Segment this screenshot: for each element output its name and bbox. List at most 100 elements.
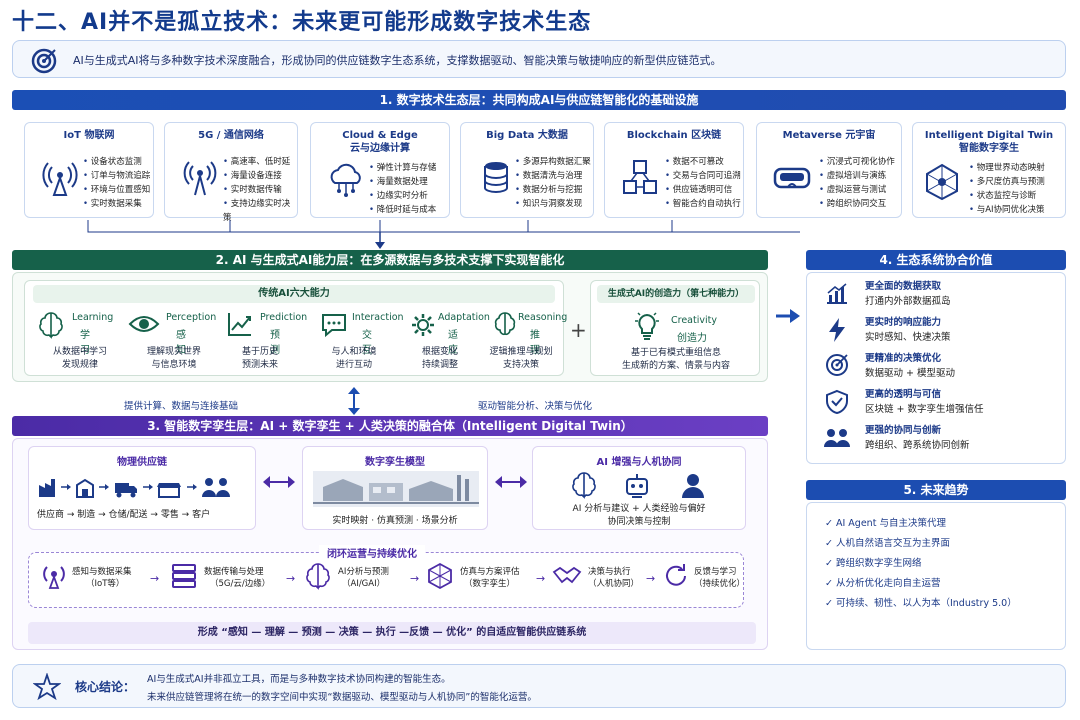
traditional-ai-title: 传统AI六大能力 (33, 285, 555, 303)
network-icon (428, 562, 452, 590)
trend-item: ✓ 可持续、韧性、以人为本（Industry 5.0） (825, 595, 1017, 609)
card-blockchain: Blockchain 区块链 数据不可篡改 交易与合同可追溯 供应链透明可信 智… (604, 122, 744, 218)
loop-step-sub: （持续优化） (694, 579, 746, 589)
list-item: 数据清洗与治理 (515, 169, 591, 183)
card-title: Big Data 大数据 (486, 130, 568, 141)
digital-twin-model-box: 数字孪生模型 实时映射 · 仿真预测 · 场景分析 (302, 446, 488, 530)
exchange-arrow-icon (495, 476, 527, 488)
check-icon: ✓ (825, 538, 836, 549)
trend-item: ✓ 人机自然语言交互为主界面 (825, 535, 950, 549)
loop-step-title: 感知与数据采集 (72, 567, 132, 577)
brain-gear-icon (494, 312, 516, 336)
ability-en: Perception (166, 312, 217, 323)
ability-zh: 学习 (80, 330, 90, 356)
ability-en: Reasoning (518, 312, 568, 323)
ability-desc: 逻辑推理与规划 支持决策 (489, 347, 553, 370)
creativity-zh: 创造力 (677, 333, 707, 344)
card-cloud-edge: Cloud & Edge 云与边缘计算 弹性计算与存储 海量数据处理 边缘实时分… (310, 122, 450, 218)
list-item: 海量数据处理 (369, 175, 436, 189)
conclusion-line1: AI与生成式AI并非孤立工具，而是与多种数字技术协同构建的智能生态。 (147, 674, 451, 685)
loop-step-6: 反馈与学习（持续优化） (694, 566, 745, 590)
ability-en: Learning (72, 312, 114, 323)
ability-zh: 交互 (362, 330, 372, 356)
target-icon (31, 48, 57, 74)
bidirectional-arrow-icon (348, 387, 360, 415)
trends-header: 5. 未来趋势 (806, 480, 1066, 500)
loop-step-sub: （数字孪生） (464, 579, 516, 589)
card-big-data: Big Data 大数据 多源异构数据汇聚 数据清洗与治理 数据分析与挖掘 知识… (460, 122, 594, 218)
list-item: 状态监控与诊断 (969, 189, 1045, 203)
ai-human-box: AI 增强与人机协同 AI 分析与建议 + 人类经验与偏好 协同决策与控制 (532, 446, 746, 530)
ai-human-title: AI 增强与人机协同 (596, 457, 682, 468)
loop-step-sub: （人机协同） (588, 579, 640, 589)
card-iot: IoT 物联网 设备状态监测 订单与物流追踪 环境与位置感知 实时数据采集 (24, 122, 154, 218)
value-item-title: 更全面的数据获取 (865, 281, 942, 292)
layer2-header: 2. AI 与生成式AI能力层：在多源数据与多技术支撑下实现智能化 (12, 250, 768, 270)
loop-title: 闭环运营与持续优化 (319, 545, 425, 560)
generative-ai-title: 生成式AI的创造力（第七种能力） (597, 285, 755, 303)
value-item-desc: 实时感知、快速决策 (865, 332, 951, 343)
vr-headset-icon (773, 167, 811, 189)
page-title: 十二、AI并不是孤立技术：未来更可能形成数字技术生态 (12, 10, 592, 35)
loop-step-sub: （IoT等） (86, 579, 125, 589)
list-item: 设备状态监测 (83, 155, 150, 169)
list-item: 多源异构数据汇聚 (515, 155, 591, 169)
trend-chart-icon (228, 313, 251, 336)
list-item: 跨组织协同交互 (819, 197, 895, 211)
ability-zh: 预测 (270, 330, 280, 356)
list-item: 多尺度仿真与预测 (969, 175, 1045, 189)
card-digital-twin: Intelligent Digital Twin 智能数字孪生 物理世界动态映射… (912, 122, 1066, 218)
blocks-icon (623, 160, 657, 194)
signal-tower-icon (183, 161, 217, 196)
loop-step-title: 仿真与方案评估 (460, 567, 520, 577)
ai-human-caption: AI 分析与建议 + 人类经验与偏好 协同决策与控制 (572, 504, 706, 527)
shield-check-icon (826, 389, 848, 415)
sensor-icon (43, 566, 65, 589)
trend-item-label: 可持续、韧性、以人为本（Industry 5.0） (835, 598, 1017, 609)
list-item: 订单与物流追踪 (83, 169, 151, 183)
trend-item-label: AI Agent 与自主决策代理 (835, 518, 946, 529)
check-icon: ✓ (825, 518, 836, 529)
loop-step-title: 决策与执行 (588, 567, 631, 577)
value-item: 更全面的数据获取打通内外部数据孤岛 (865, 279, 951, 309)
eye-icon (128, 316, 160, 332)
ability-en: Interaction (352, 312, 404, 323)
card-title: IoT 物联网 (63, 130, 115, 141)
trend-item: ✓ 从分析优化走向自主运营 (825, 575, 941, 589)
ability-zh: 推理 (530, 330, 540, 356)
gear-icon (412, 314, 434, 336)
trend-item-label: 人机自然语言交互为主界面 (835, 538, 950, 549)
list-item: 高速率、低时延 (223, 155, 297, 169)
list-item: 弹性计算与存储 (369, 161, 437, 175)
server-icon (172, 564, 196, 588)
arrow-right-icon: → (536, 572, 546, 585)
ability-en: Adaptation (438, 312, 490, 323)
plus-sign: + (570, 318, 587, 342)
list-item: 边缘实时分析 (369, 189, 436, 203)
lightning-icon (829, 318, 845, 342)
card-metaverse: Metaverse 元宇宙 沉浸式可视化协作 虚拟培训与演练 虚拟运营与测试 跨… (756, 122, 902, 218)
trends-panel: ✓ AI Agent 与自主决策代理 ✓ 人机自然语言交互为主界面 ✓ 跨组织数… (806, 502, 1066, 650)
team-icon (824, 429, 850, 447)
loop-step-title: AI分析与预测 (338, 567, 389, 577)
exchange-arrow-icon (263, 476, 295, 488)
list-item: 沉浸式可视化协作 (819, 155, 895, 169)
trend-item: ✓ AI Agent 与自主决策代理 (825, 515, 946, 529)
conclusion-label: 核心结论： (75, 680, 136, 694)
list-item: 数据不可篡改 (665, 155, 741, 169)
star-icon (33, 673, 61, 701)
ability-desc: 与人和环境 进行互动 (331, 347, 377, 370)
antenna-icon (42, 162, 78, 196)
arrow-right-icon: → (150, 572, 160, 585)
chat-bubble-icon (322, 314, 346, 338)
loop-step-sub: （AI/GAI） (342, 579, 386, 589)
loop-step-sub: （5G/云/边缘） (210, 579, 271, 589)
conclusion-banner: 核心结论： AI与生成式AI并非孤立工具，而是与多种数字技术协同构建的智能生态。… (12, 664, 1066, 708)
card-title: Metaverse 元宇宙 (782, 130, 876, 141)
loop-step-title: 数据传输与处理 (204, 567, 264, 577)
brain-icon (39, 312, 63, 339)
list-item: 虚拟培训与演练 (819, 169, 895, 183)
drive-label: 驱动智能分析、决策与优化 (478, 401, 593, 412)
value-item-title: 更高的透明与可信 (865, 389, 942, 400)
list-item: 实时数据传输 (223, 183, 297, 197)
